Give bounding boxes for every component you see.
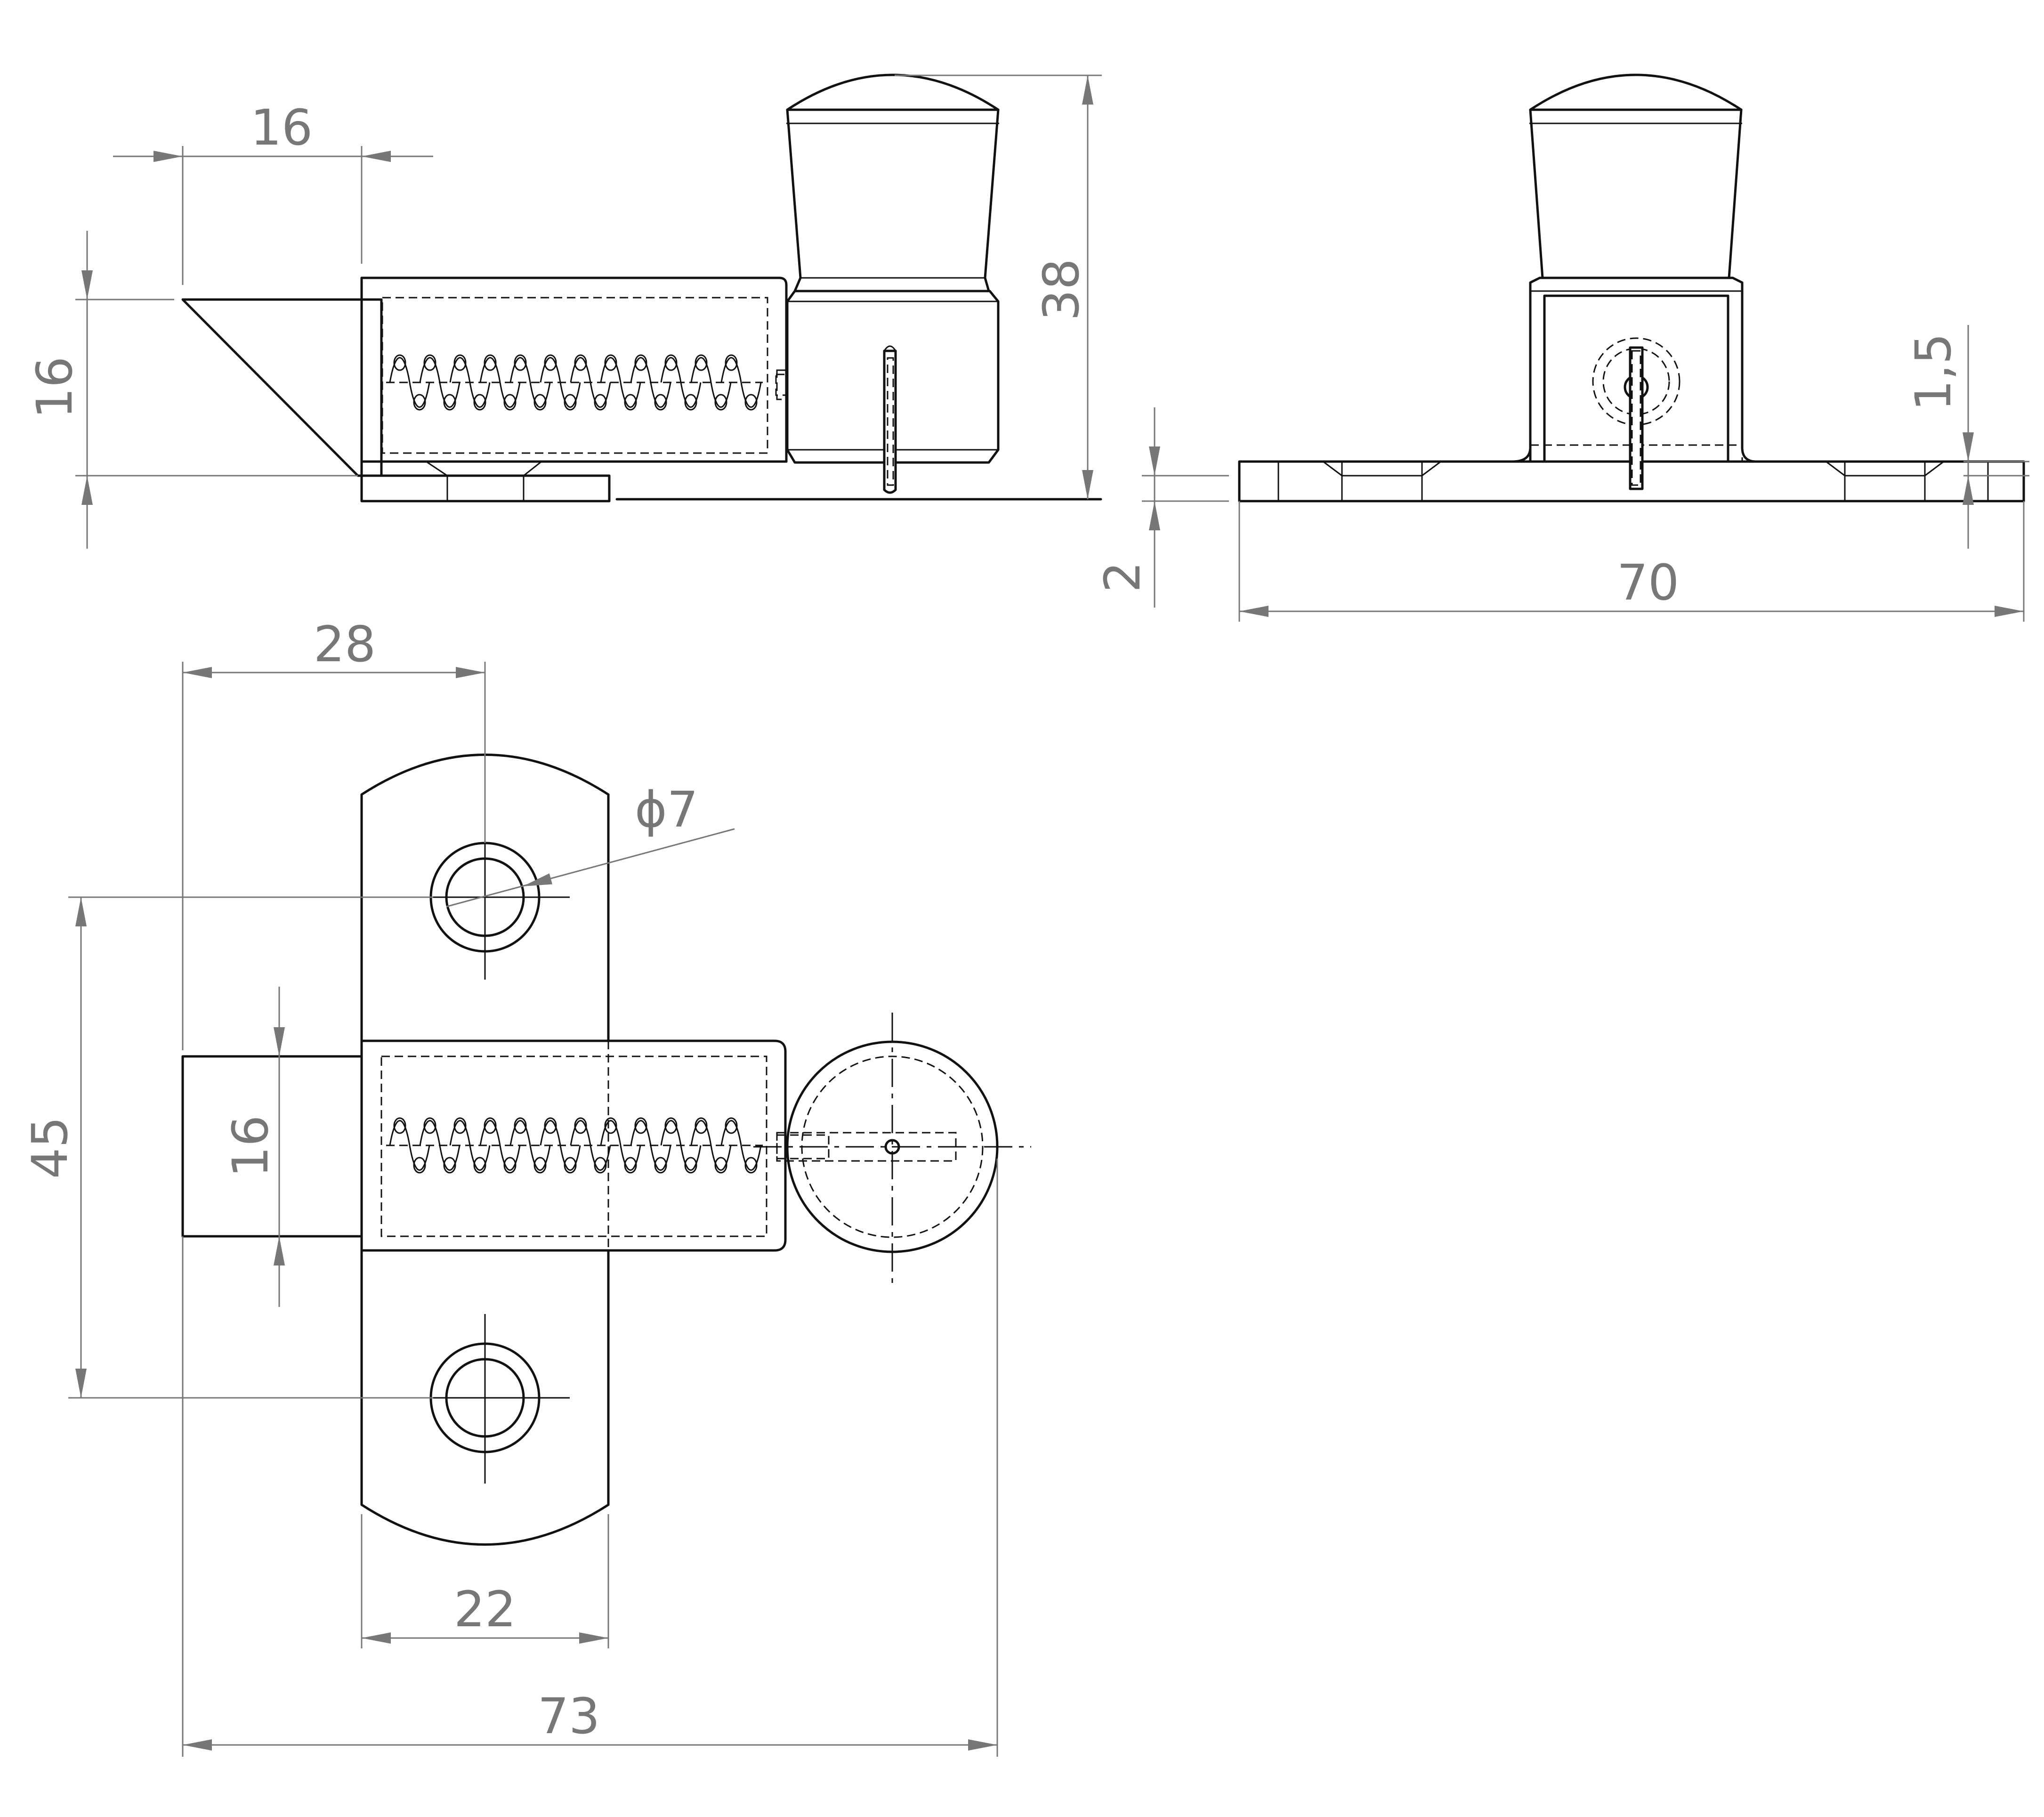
dim-text: 73	[538, 1687, 600, 1745]
dim-hole-spacing: 45	[21, 896, 433, 1399]
dim-wall-thickness: 1,5	[1905, 325, 2029, 549]
dim-text: 45	[21, 1117, 79, 1179]
mounting-hole-bottom	[424, 1314, 570, 1484]
plate-chamfer	[426, 461, 542, 477]
end-knob	[1529, 73, 1743, 279]
top-view: 28 ϕ7 45 16	[21, 616, 1031, 1757]
mounting-plate	[360, 754, 610, 1546]
handle-pin	[883, 345, 897, 494]
knob	[786, 73, 1000, 464]
dim-hole-diameter: ϕ7	[446, 781, 735, 908]
dim-wedge-width: 16	[113, 99, 433, 285]
end-pin	[1592, 337, 1680, 490]
dim-bolt-width: 16	[222, 987, 285, 1307]
base-plate	[360, 474, 611, 503]
hidden-bolt	[381, 297, 768, 454]
dim-overall-height: 38	[895, 74, 1102, 499]
dim-text: 2	[1094, 561, 1151, 592]
dim-text: 38	[1033, 259, 1090, 321]
bolt-end	[181, 1055, 363, 1238]
spring	[386, 354, 763, 411]
mounting-hole-top	[424, 838, 570, 980]
dim-text: 70	[1617, 554, 1679, 611]
bolt-housing	[360, 276, 788, 477]
dim-overall-length: 73	[182, 1159, 998, 1757]
bolt-wedge	[181, 298, 383, 477]
end-view: 2 1,5 70	[1094, 73, 2029, 622]
top-knob	[753, 1013, 1031, 1286]
dim-text: 28	[314, 616, 376, 673]
top-spring	[386, 1117, 763, 1174]
dim-base-length: 70	[1238, 501, 2025, 622]
dim-text: 16	[250, 99, 313, 156]
dim-text: 1,5	[1905, 333, 1962, 411]
dim-text: ϕ7	[635, 781, 698, 838]
side-view: 16 16 38	[26, 73, 1102, 549]
dim-plate-width: 22	[361, 1514, 609, 1648]
dim-hole-offset: 28	[182, 616, 486, 1050]
dim-text: 16	[26, 357, 83, 419]
dim-text: 16	[222, 1115, 279, 1177]
dim-text: 22	[454, 1581, 516, 1638]
dim-wedge-height: 16	[26, 231, 358, 549]
dim-base-thickness: 2	[1094, 407, 1229, 608]
